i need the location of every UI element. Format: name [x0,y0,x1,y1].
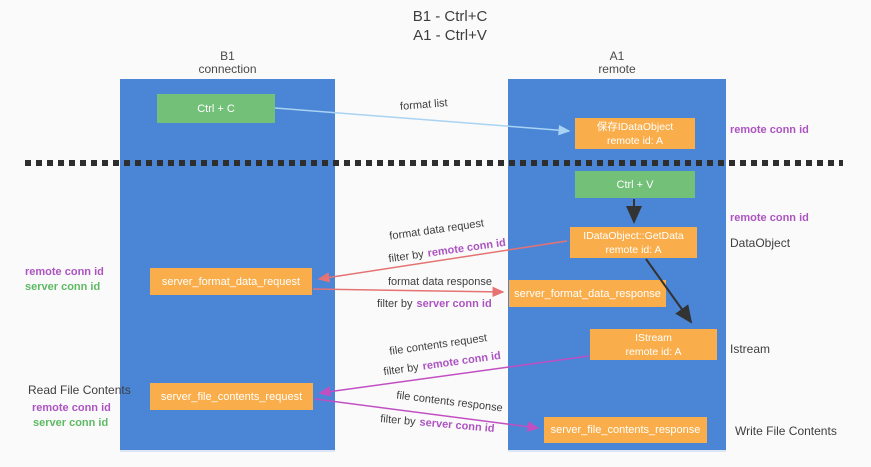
node-ctrl-v-label: Ctrl + V [616,178,654,191]
node-server-format-data-request: server_format_data_request [150,268,312,295]
node-idataobject-getdata: IDataObject::GetData remote id: A [570,227,697,258]
node-save-idataobject-line2: remote id: A [606,134,663,147]
node-format-response-label: server_format_data_response [514,287,661,300]
left-column-subtitle: connection [198,62,257,76]
label-format-data-request: format data request [388,217,485,243]
label-remote-conn-id-top-right: remote conn id [730,124,809,136]
label-write-file-contents: Write File Contents [735,424,837,438]
label-file-contents-response: file contents response [395,389,504,415]
title-line-2: A1 - Ctrl+V [413,27,487,44]
node-file-request-label: server_file_contents_request [160,390,303,403]
phase-separator-dashed-line [25,160,843,166]
label-read-file-contents: Read File Contents [28,383,131,397]
right-column-name: A1 [609,49,625,63]
filter-by-text: filter by [382,361,420,379]
remote-conn-id-text: remote conn id [426,236,507,260]
label-remote-conn-id-mid-left: remote conn id [25,266,104,278]
arrow-format-data-response [312,286,505,298]
label-remote-conn-id-mid-right: remote conn id [730,212,809,224]
left-column-header: B1 connection [120,50,335,76]
filter-by-text: filter by [387,248,425,266]
node-server-format-data-response: server_format_data_response [509,280,666,307]
filter-by-text: filter by [379,413,417,429]
node-istream: IStream remote id: A [590,329,717,360]
title-line-1: B1 - Ctrl+C [412,8,488,25]
node-server-file-contents-request: server_file_contents_request [150,383,313,410]
label-remote-conn-id-bottom-left: remote conn id [32,402,111,414]
server-conn-id-text: server conn id [419,416,495,435]
node-format-request-label: server_format_data_request [161,275,301,288]
label-server-conn-id-bottom-left: server conn id [33,417,109,429]
node-save-idataobject: 保存IDataObject remote id: A [575,118,695,149]
node-server-file-contents-response: server_file_contents_response [544,417,707,443]
label-server-conn-id-mid-left: server conn id [25,281,101,293]
label-format-list: format list [399,97,449,113]
right-column-subtitle: remote [598,62,636,76]
left-column-name: B1 [220,49,235,63]
node-ctrl-c-label: Ctrl + C [197,102,235,115]
node-save-idataobject-line1: 保存IDataObject [596,120,674,133]
label-dataobject: DataObject [730,236,791,250]
node-ctrl-v: Ctrl + V [575,171,695,198]
node-getdata-line1: IDataObject::GetData [583,229,684,242]
filter-by-text: filter by [377,298,413,310]
remote-conn-id-text: remote conn id [421,349,502,373]
node-getdata-line2: remote id: A [605,243,662,256]
diagram-title: B1 - Ctrl+C A1 - Ctrl+V [300,7,600,45]
server-conn-id-text: server conn id [416,298,492,310]
node-file-response-label: server_file_contents_response [550,424,701,436]
node-ctrl-c: Ctrl + C [157,94,275,123]
label-istream: Istream [730,342,771,356]
label-format-data-response: format data response [388,276,492,288]
right-column-header: A1 remote [508,50,726,76]
node-istream-line1: IStream [635,331,672,344]
node-istream-line2: remote id: A [625,345,682,358]
